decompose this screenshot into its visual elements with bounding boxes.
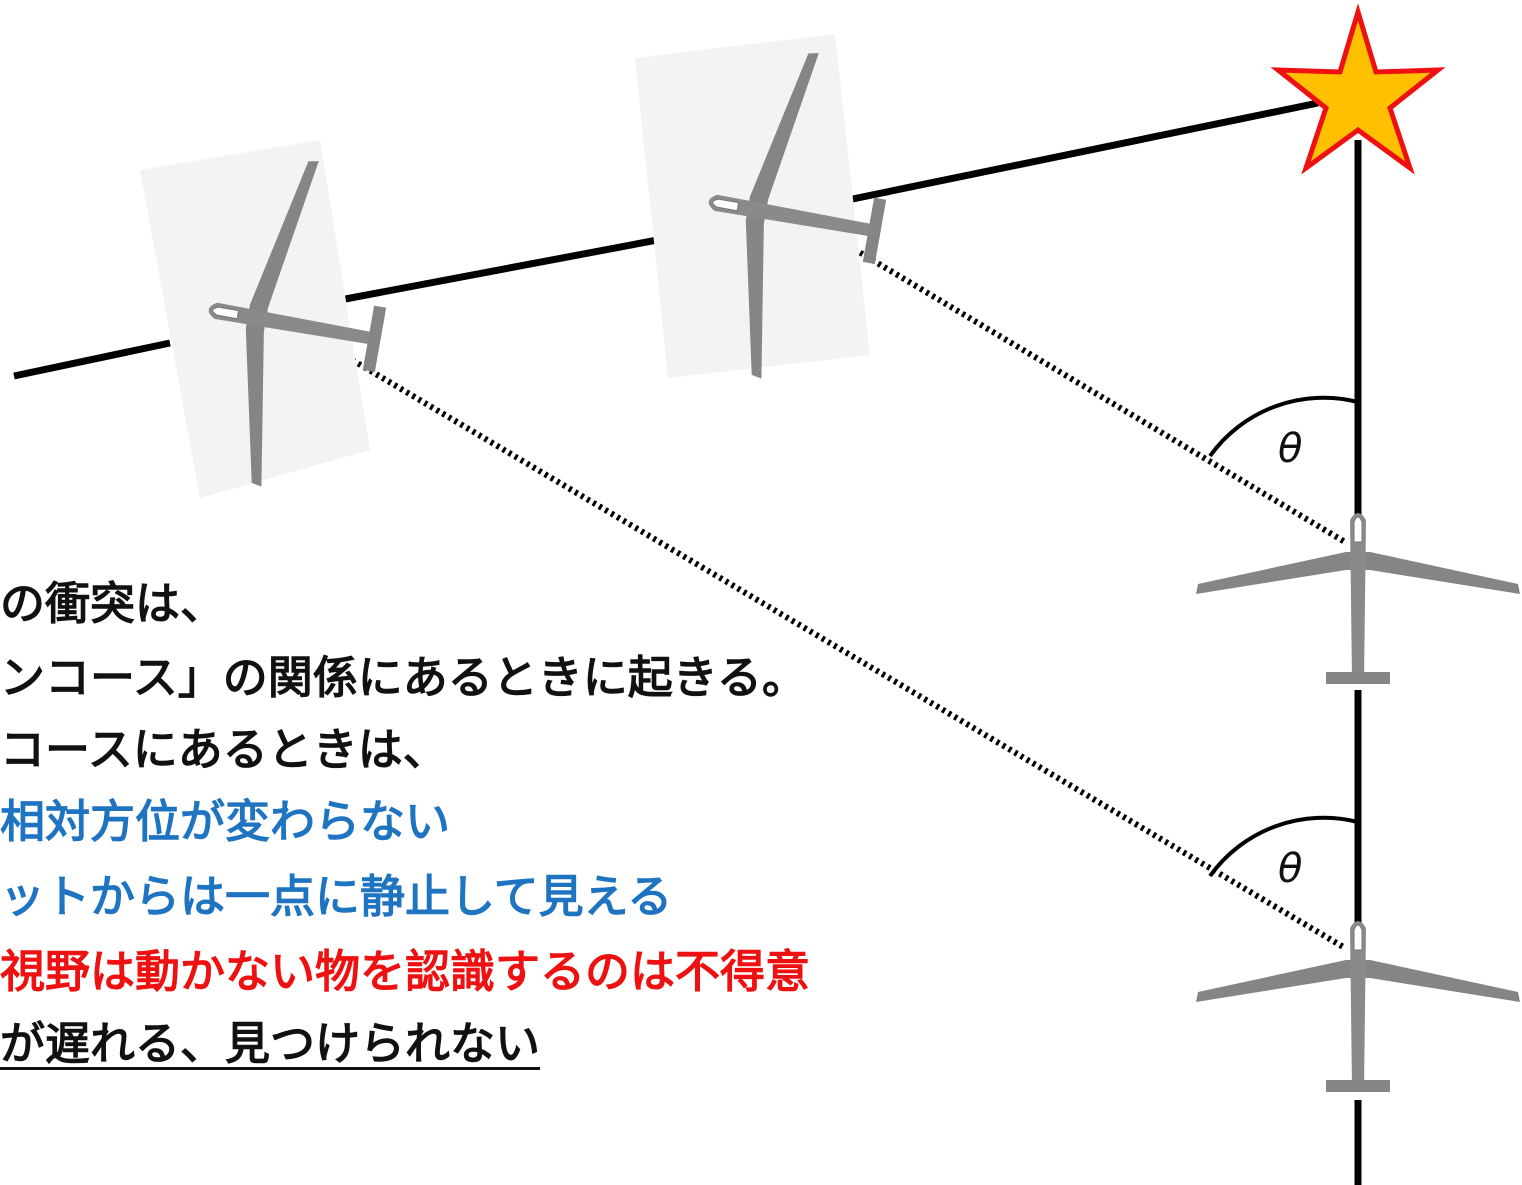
intruder-track	[13, 99, 1319, 380]
text-line-6: 視野は動かない物を認識するのは不得意	[0, 945, 811, 998]
text-line-4: 相対方位が変わらない	[0, 795, 451, 848]
text-line-1: の衝突は、	[0, 577, 226, 630]
glider-icon	[140, 140, 410, 504]
glider-icon	[1195, 512, 1521, 685]
theta-label-upper: θ	[1278, 426, 1302, 472]
text-line-3: コースにあるときは、	[0, 723, 448, 776]
angle-arc-upper	[1208, 395, 1359, 458]
text-line-7: が遅れる、見つけられない	[0, 1017, 541, 1070]
glider-icon	[635, 34, 910, 396]
angle-arc-lower	[1208, 815, 1359, 878]
text-line-2: ンコース」の関係にあるときに起きる。	[0, 651, 807, 704]
glider-icon	[1195, 920, 1521, 1093]
star-icon	[1270, 3, 1446, 175]
text-line-5: ットからは一点に静止して見える	[0, 870, 673, 923]
theta-label-lower: θ	[1278, 846, 1302, 892]
line-of-sight-lines	[308, 221, 1347, 951]
